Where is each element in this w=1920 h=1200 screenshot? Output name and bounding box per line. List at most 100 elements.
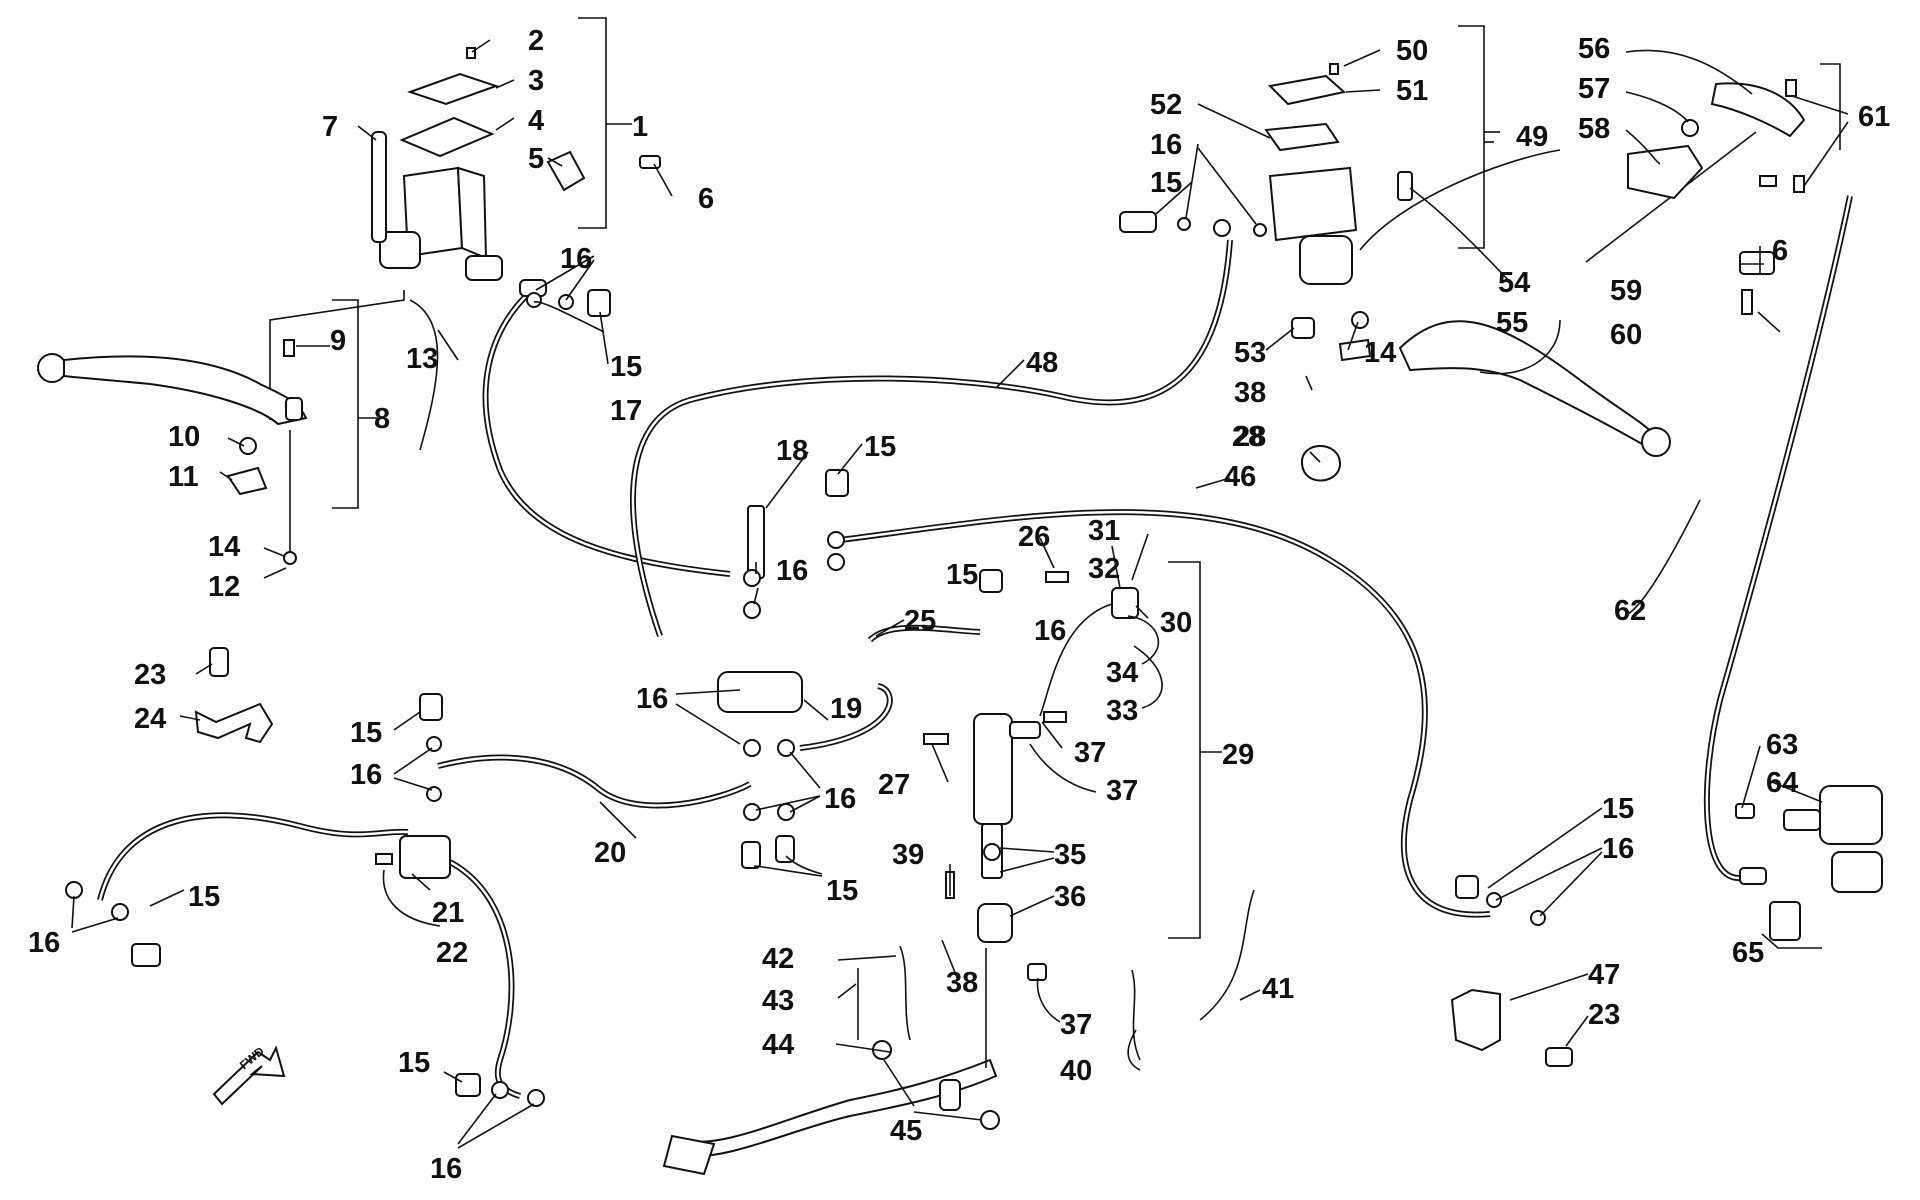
switch-wire-33	[1039, 603, 1113, 717]
lever-57	[1710, 82, 1806, 138]
washer-16-right-top-a	[1177, 217, 1191, 231]
callout-28: 29	[1222, 739, 1254, 771]
left-master-cylinder	[269, 47, 661, 420]
callout-37-right: 38	[1234, 377, 1266, 409]
lever-pivot	[285, 397, 303, 421]
washer-16-mid-d	[743, 601, 761, 619]
callout-58: 57	[1578, 73, 1610, 105]
callout-29: 30	[1160, 607, 1192, 639]
callout-23-left: 23	[134, 659, 166, 691]
callout-32: 33	[1106, 695, 1138, 727]
spring-41	[1131, 969, 1141, 1061]
bolt-15-right-top	[1119, 211, 1157, 233]
cover-gasket	[399, 116, 495, 158]
hose-front-left	[97, 812, 409, 901]
bracket-28	[1168, 561, 1201, 939]
leader-lines	[71, 39, 1849, 1149]
gasket-53	[1264, 122, 1340, 152]
callout-55: 54	[1498, 267, 1530, 299]
washer-16-top-b	[558, 294, 574, 310]
callout-6: 6	[698, 183, 714, 215]
callout-61: 60	[1610, 319, 1642, 351]
nut-14	[283, 551, 297, 565]
callout-51: 50	[1396, 35, 1428, 67]
caliper-fitting	[1739, 867, 1767, 885]
callout-34: 35	[1054, 839, 1086, 871]
callout-44: 43	[762, 985, 794, 1017]
washer-16-low-c	[743, 803, 761, 821]
pedal-pad	[662, 1134, 716, 1176]
callout-16-left: 16	[350, 759, 382, 791]
callout-2: 2	[528, 25, 544, 57]
screw-51	[1329, 63, 1339, 75]
washer-16-front-a	[65, 881, 83, 899]
callout-4: 4	[528, 105, 544, 137]
bolt-15-right	[1455, 875, 1479, 899]
lever-ball	[37, 353, 67, 383]
cover-52	[1267, 74, 1347, 106]
leader-lever-mount	[269, 290, 405, 420]
switch-wire-13	[409, 299, 439, 451]
callout-16-right: 16	[1602, 833, 1634, 865]
reservoir-cover	[406, 72, 500, 106]
callout-8: 8	[374, 403, 390, 435]
bracket-1	[578, 17, 607, 229]
callout-15-left: 15	[350, 717, 382, 749]
switch-54	[1291, 317, 1315, 339]
bolt-15-low-a	[741, 841, 761, 869]
callout-15-mid: 15	[864, 431, 896, 463]
bolt-15-low-b	[775, 835, 795, 863]
callout-15-right: 15	[1602, 793, 1634, 825]
hose-20	[437, 754, 752, 809]
bracket-62	[1820, 63, 1841, 150]
callout-41: 40	[1060, 1055, 1092, 1087]
callout-22: 22	[436, 937, 468, 969]
spring-10	[239, 437, 257, 455]
screw-6	[639, 155, 661, 169]
bracket-60	[1739, 251, 1775, 275]
pin-38	[1027, 963, 1047, 981]
callout-16-right-top: 16	[1150, 129, 1182, 161]
clip-5	[546, 150, 586, 192]
hose-17	[482, 289, 731, 577]
washer-16-top-a	[526, 292, 542, 308]
callout-6-right: 6	[1772, 235, 1788, 267]
clamp-27-base	[1338, 338, 1372, 362]
callout-63: 62	[1614, 595, 1646, 627]
bracket-48	[1450, 988, 1501, 1052]
fwd-arrow: FWD	[212, 1044, 286, 1106]
switch-29	[1111, 587, 1139, 619]
pin-62-a	[1785, 79, 1797, 97]
callout-15-low: 15	[826, 875, 858, 907]
reservoir-right	[1268, 166, 1358, 242]
callout-19: 19	[830, 693, 862, 725]
callout-21: 21	[432, 897, 464, 929]
washer-16-mid-c	[743, 569, 761, 587]
washer-16-mid-a	[827, 531, 845, 549]
leader-throttle	[1359, 149, 1561, 251]
junction-19	[717, 671, 803, 713]
callout-16-low: 16	[824, 783, 856, 815]
callout-66: 65	[1732, 937, 1764, 969]
callout-37-rear: 37	[1074, 737, 1106, 769]
screw-26-rear	[923, 733, 949, 745]
washer-16-bottom-b	[527, 1089, 545, 1107]
callout-16-rear: 16	[1034, 615, 1066, 647]
clamp-27	[1300, 445, 1342, 482]
callout-43: 42	[762, 943, 794, 975]
left-brake-lever	[37, 339, 308, 565]
screw-61	[1741, 289, 1753, 315]
bolt-23-left	[209, 647, 229, 677]
callout-1: 1	[632, 111, 648, 143]
fitting-36	[1009, 721, 1041, 739]
pivot-bolt-7	[371, 131, 387, 243]
callout-45: 44	[762, 1029, 794, 1061]
callout-64: 63	[1766, 729, 1798, 761]
fwd-arrow-shape	[212, 1045, 286, 1106]
callout-16-mid: 16	[776, 555, 808, 587]
nut-14-right	[1351, 311, 1369, 329]
callout-65: 64	[1766, 767, 1798, 799]
callout-16-bottom: 16	[430, 1153, 462, 1185]
washer-46-b	[980, 1110, 1000, 1130]
callout-15-front: 15	[188, 881, 220, 913]
